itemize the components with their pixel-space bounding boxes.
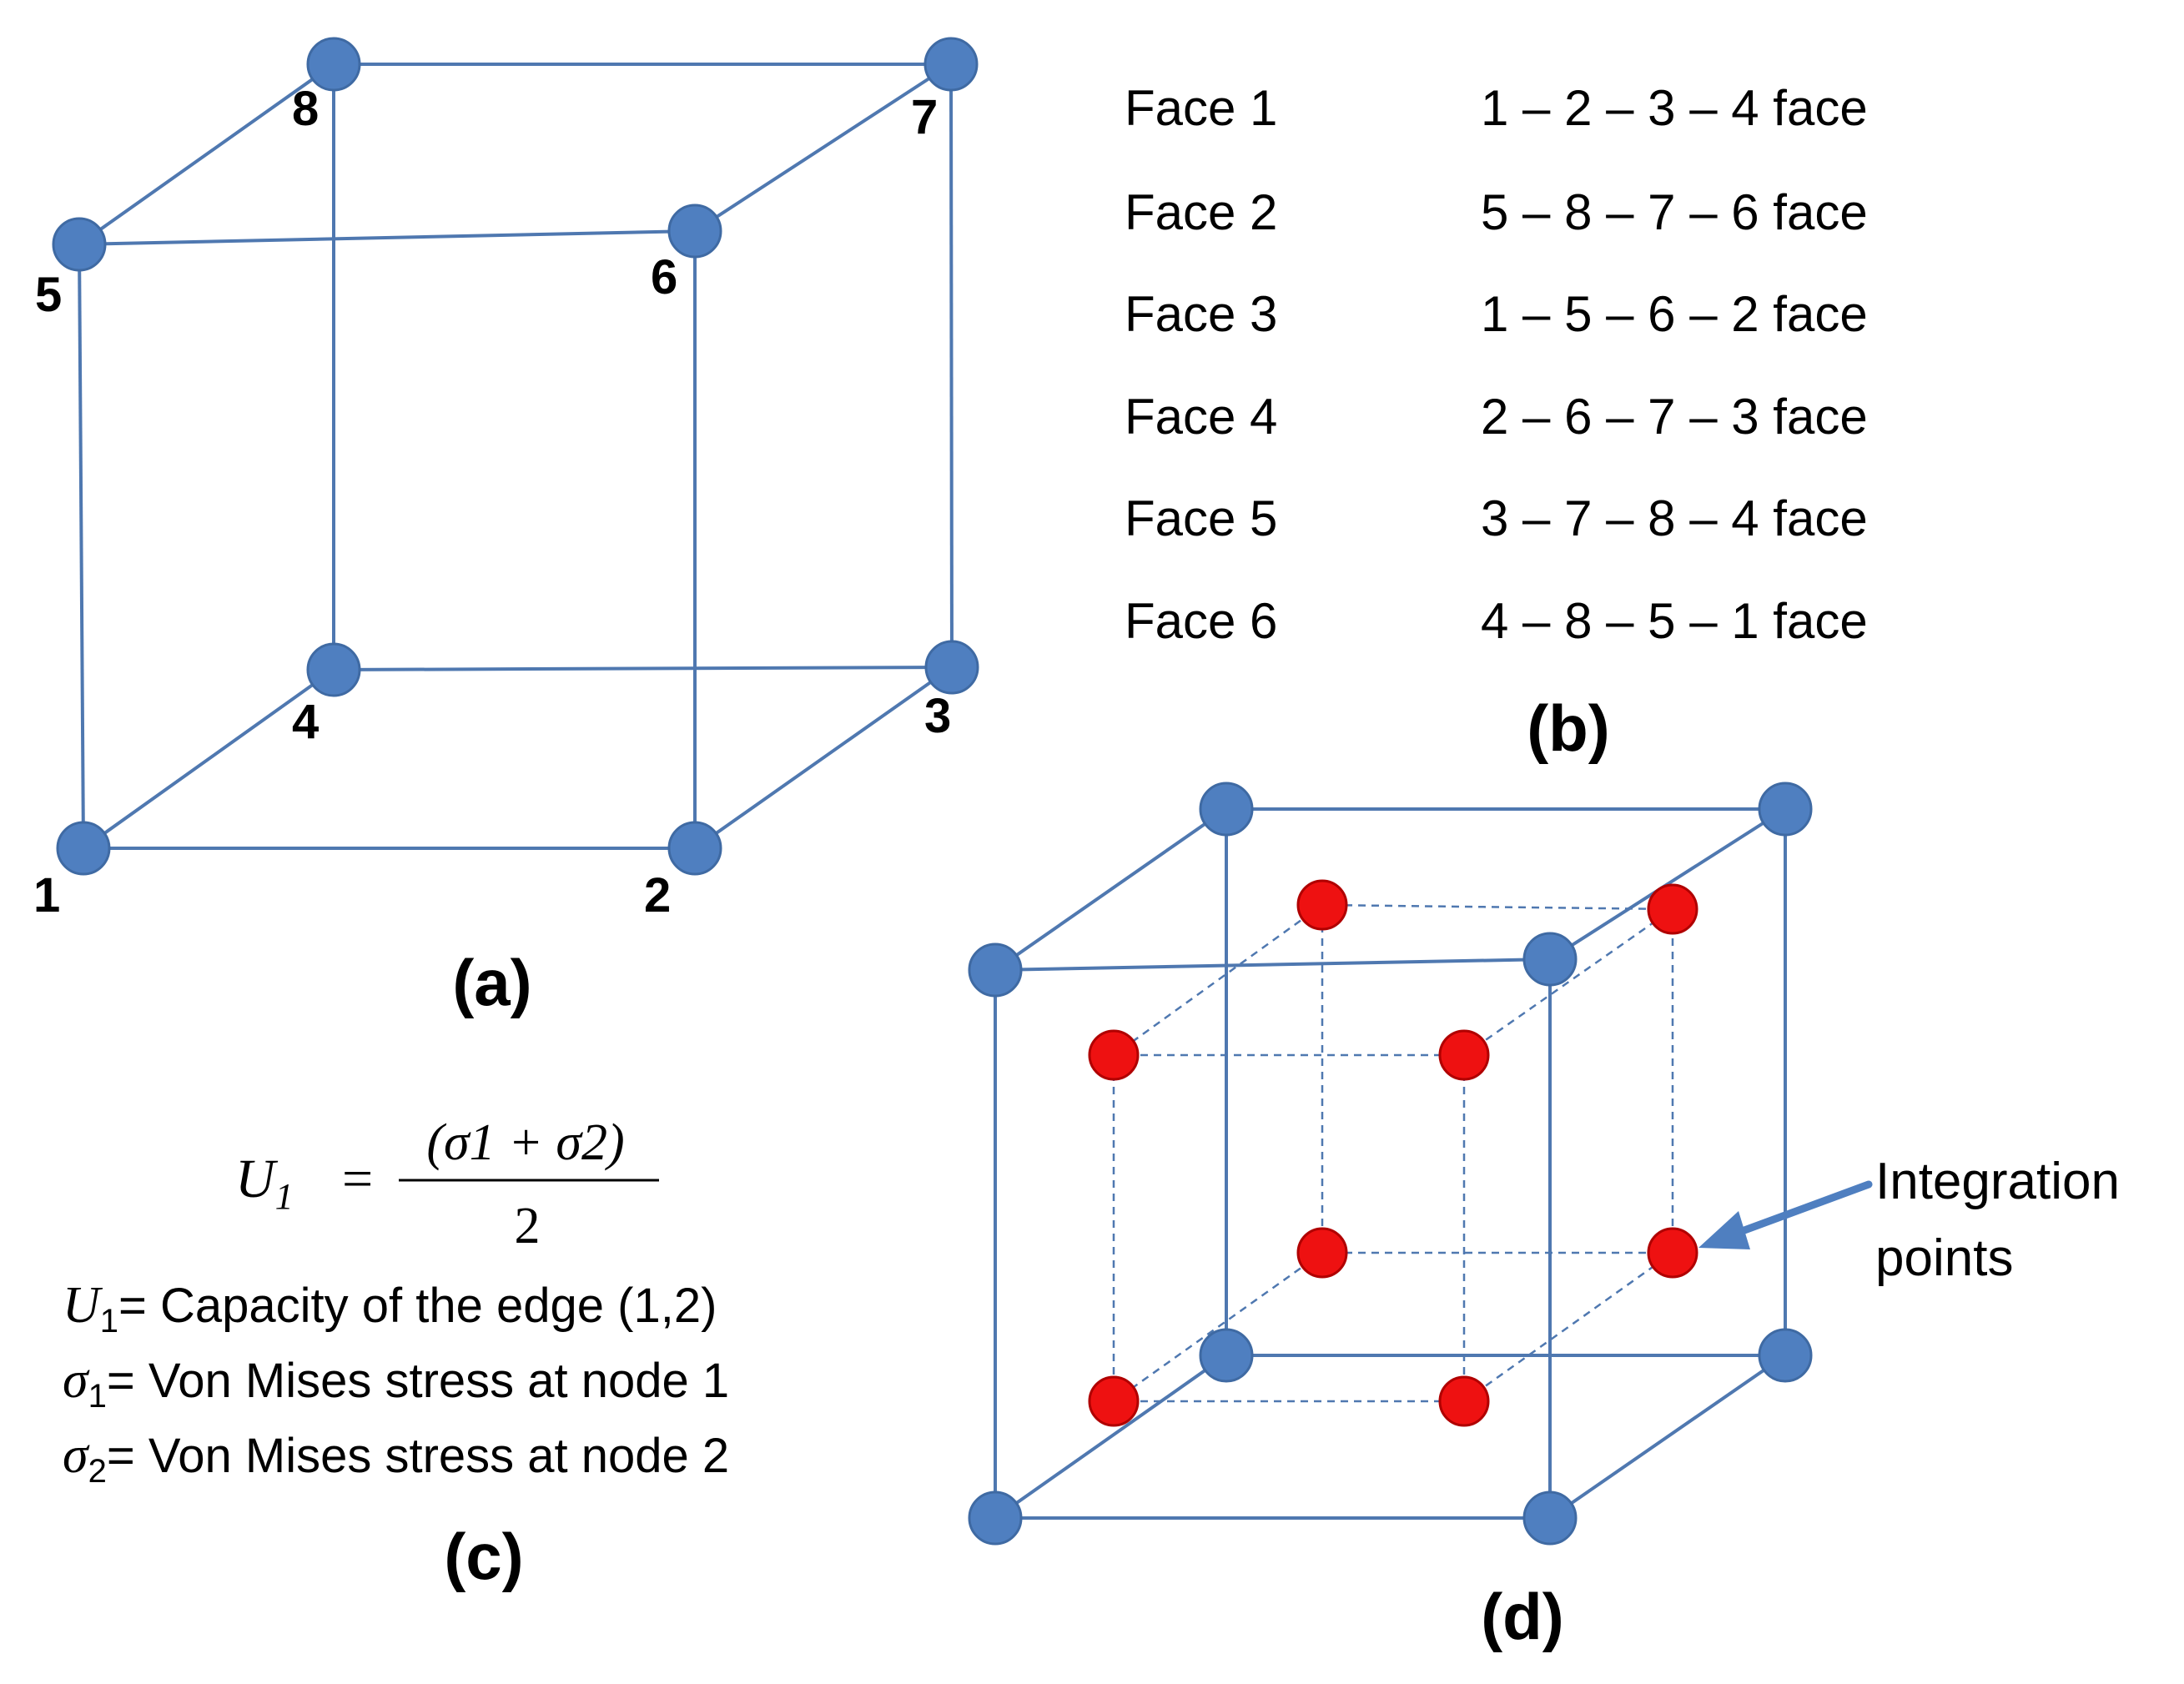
cube-edge-6-7: [693, 63, 953, 233]
equation-denominator: 2: [515, 1198, 541, 1254]
face-nodes: 4 – 8 – 5 – 1 face: [1481, 593, 1868, 649]
element-node: [1199, 1328, 1254, 1383]
node-3: [924, 640, 979, 695]
inner-dashed-edge: [1463, 907, 1673, 1057]
node-7: [923, 37, 979, 92]
panel-b-face-table: Face 1 1 – 2 – 3 – 4 face Face 2 5 – 8 –…: [1125, 80, 1868, 765]
face-row: Face 3 1 – 5 – 6 – 2 face: [1125, 286, 1868, 342]
face-name: Face 4: [1125, 389, 1277, 445]
face-row: Face 1 1 – 2 – 3 – 4 face: [1125, 80, 1868, 136]
integration-point: [1296, 879, 1348, 931]
definition-line: σ2= Von Mises stress at node 2: [63, 1427, 729, 1490]
node-4: [306, 642, 361, 697]
face-name: Face 2: [1125, 184, 1277, 240]
cube-edge-3-4: [333, 666, 953, 671]
callout-arrow-head: [1698, 1211, 1750, 1249]
integration-point: [1088, 1029, 1140, 1081]
inner-dashed-edge: [1113, 1251, 1323, 1403]
integration-point: [1647, 883, 1698, 935]
outer-edge: [1548, 807, 1787, 961]
panel-a-edges: [78, 63, 954, 850]
element-node: [1758, 782, 1813, 837]
node-2: [667, 821, 722, 876]
face-name: Face 1: [1125, 80, 1277, 136]
face-nodes: 2 – 6 – 7 – 3 face: [1481, 389, 1868, 445]
face-row: Face 5 3 – 7 – 8 – 4 face: [1125, 490, 1868, 546]
panel-d-integration-points-markers: [1088, 879, 1698, 1427]
integration-point: [1438, 1375, 1490, 1427]
element-node: [1199, 782, 1254, 837]
definition-line: σ1= Von Mises stress at node 1: [63, 1352, 729, 1415]
face-nodes: 3 – 7 – 8 – 4 face: [1481, 490, 1868, 546]
cube-edge-1-5: [78, 244, 85, 849]
node-label-5: 5: [35, 268, 62, 322]
node-5: [52, 217, 107, 272]
cube-edge-5-6: [78, 229, 696, 246]
outer-edge: [994, 807, 1228, 972]
outer-edge: [994, 1354, 1228, 1520]
cube-edge-3-7: [949, 63, 954, 668]
equation-equals: =: [342, 1149, 373, 1209]
node-label-8: 8: [292, 82, 319, 136]
face-name: Face 5: [1125, 490, 1277, 546]
equation-numerator: (σ1 + σ2): [426, 1114, 624, 1171]
face-name: Face 6: [1125, 593, 1277, 649]
panel-d-inner-dashed-cube: [1112, 903, 1674, 1403]
face-nodes: 1 – 2 – 3 – 4 face: [1481, 80, 1868, 136]
face-row: Face 2 5 – 8 – 7 – 6 face: [1125, 184, 1868, 240]
callout-arrow-shaft: [1724, 1180, 1873, 1240]
panel-d-element-nodes: [968, 782, 1813, 1546]
element-node: [968, 943, 1023, 998]
element-node: [1758, 1328, 1813, 1383]
capacity-equation: U1 = (σ1 + σ2) 2: [235, 1114, 659, 1254]
node-6: [667, 204, 722, 259]
element-node: [1522, 1490, 1578, 1546]
element-node: [968, 1490, 1023, 1546]
node-label-1: 1: [33, 868, 60, 922]
definition-list: U1= Capacity of the edge (1,2) σ1= Von M…: [63, 1277, 729, 1490]
node-label-7: 7: [911, 90, 938, 144]
integration-point: [1647, 1227, 1698, 1279]
node-1: [56, 821, 111, 876]
integration-point: [1296, 1227, 1348, 1279]
face-row: Face 4 2 – 6 – 7 – 3 face: [1125, 389, 1868, 445]
face-nodes: 5 – 8 – 7 – 6 face: [1481, 184, 1868, 240]
node-label-4: 4: [292, 695, 319, 749]
cube-edge-2-3: [693, 666, 954, 850]
node-label-2: 2: [644, 868, 671, 922]
panel-c-label: (c): [444, 1520, 523, 1593]
integration-point: [1438, 1029, 1490, 1081]
cube-edge-8-5: [78, 63, 335, 246]
face-row: Face 6 4 – 8 – 5 – 1 face: [1125, 593, 1868, 649]
panel-a-label: (a): [452, 946, 531, 1019]
outer-edge: [994, 958, 1551, 972]
outer-edge: [1548, 1354, 1787, 1520]
panel-a-nodes: [52, 37, 979, 876]
inner-dashed-edge: [1321, 903, 1673, 911]
node-label-3: 3: [924, 689, 951, 743]
node-8: [306, 37, 361, 92]
equation-lhs: U1: [235, 1149, 294, 1217]
panel-c-equation: U1 = (σ1 + σ2) 2 U1= Capacity of the edg…: [63, 1114, 729, 1593]
panel-d-outer-cube: [994, 807, 1787, 1520]
panel-b-label: (b): [1527, 691, 1610, 765]
integration-point: [1088, 1375, 1140, 1427]
inner-dashed-edge: [1113, 903, 1323, 1057]
panel-a-hexahedron: 1 2 3 4 5 6 7 8 (a): [33, 37, 979, 1019]
panel-a-node-labels: 1 2 3 4 5 6 7 8: [33, 82, 951, 922]
cube-edge-4-1: [82, 668, 335, 850]
face-name: Face 3: [1125, 286, 1277, 342]
face-nodes: 1 – 5 – 6 – 2 face: [1481, 286, 1868, 342]
panel-d-label: (d): [1481, 1580, 1564, 1653]
node-label-6: 6: [651, 250, 677, 304]
element-node: [1522, 932, 1578, 987]
definition-line: U1= Capacity of the edge (1,2): [63, 1277, 717, 1340]
inner-dashed-edge: [1463, 1251, 1673, 1403]
